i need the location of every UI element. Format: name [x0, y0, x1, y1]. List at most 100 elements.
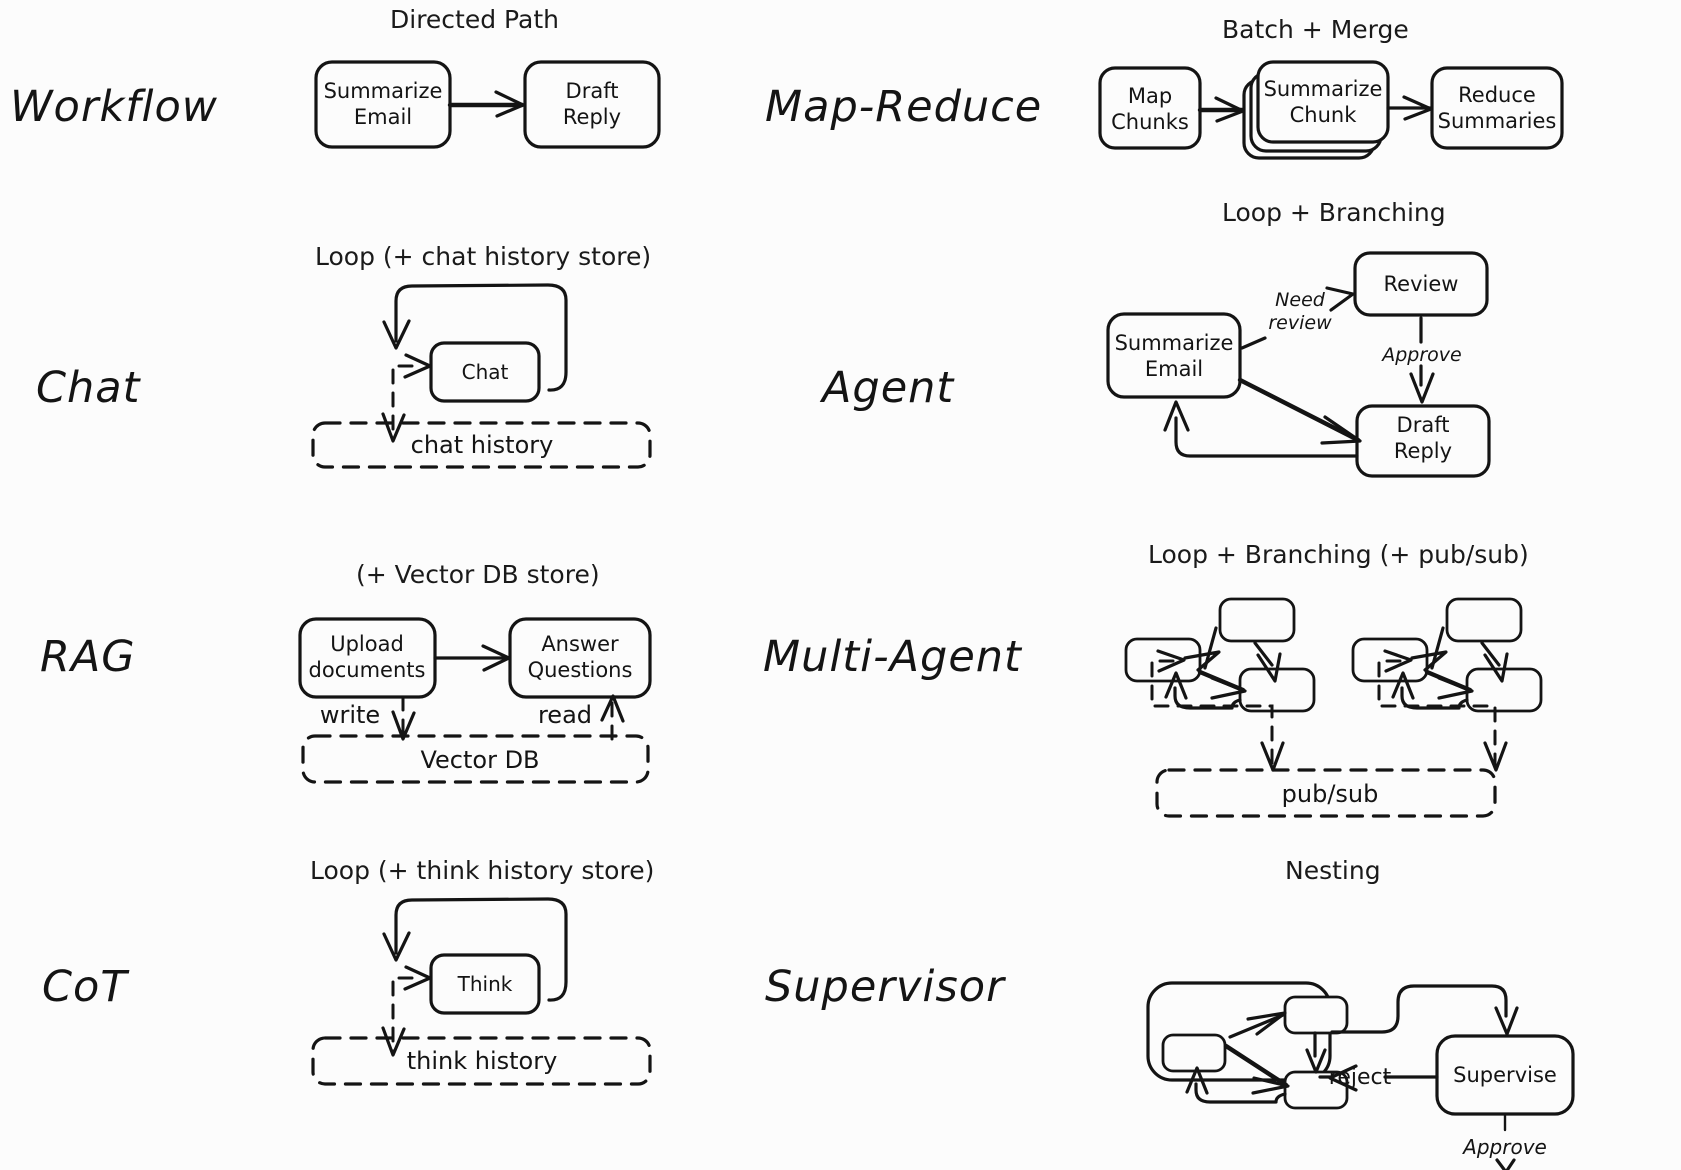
edge-pubsub-b: [1377, 659, 1497, 768]
arrow-head: [1210, 676, 1247, 700]
agent-cluster-1: [1124, 597, 1316, 772]
node-label: Review: [1384, 272, 1459, 296]
arrow-head: [600, 694, 625, 723]
map-reduce-diagram: Map Chunks Summarize Chunk Reduce Summar…: [1098, 60, 1564, 160]
row-label-map-reduce: Map-Reduce: [765, 82, 1043, 132]
store-pub-sub[interactable]: [1155, 768, 1497, 818]
node-label: Think: [457, 972, 513, 996]
arrow-head: [1164, 671, 1188, 700]
workflow-diagram: Summarize Email Draft Reply: [314, 60, 661, 149]
node-label: Email: [1145, 357, 1203, 381]
node-label: Chunk: [1290, 103, 1358, 127]
store-label: pub/sub: [1282, 780, 1379, 808]
node-label: Draft: [1397, 413, 1450, 437]
caption-directed-path: Directed Path: [390, 5, 559, 34]
node-label: Reply: [1394, 439, 1452, 463]
mini-node-a2[interactable]: [1218, 597, 1296, 643]
arrow-head: [1256, 652, 1282, 683]
edge-selfloop: [394, 283, 568, 392]
chat-diagram: Chat chat history: [311, 283, 652, 469]
edge-label-need: Need: [1275, 289, 1326, 311]
nested-edge-loop: [1194, 1082, 1287, 1104]
arrow-head: [382, 931, 411, 962]
node-label: Map: [1128, 84, 1172, 108]
store-chat-history[interactable]: [311, 421, 652, 469]
edge-need-review: [1240, 336, 1267, 350]
row-label-chat: Chat: [36, 363, 141, 413]
edge-label-approve: Approve: [1380, 344, 1462, 366]
node-label: Questions: [528, 658, 633, 682]
node-label: Reduce: [1458, 83, 1536, 107]
caption-batch-merge: Batch + Merge: [1222, 15, 1409, 44]
row-label-workflow: Workflow: [10, 82, 218, 132]
mini-node-b2[interactable]: [1445, 597, 1523, 643]
node-map-chunks[interactable]: [1098, 66, 1202, 150]
node-chat[interactable]: [429, 341, 541, 403]
row-label-agent: Agent: [822, 363, 955, 413]
row-label-cot: CoT: [42, 962, 128, 1012]
nested-node-1[interactable]: [1161, 1033, 1227, 1073]
arrow-head: [391, 710, 416, 741]
edge-label-reject: reject: [1329, 1065, 1392, 1090]
caption-loop-think: Loop (+ think history store): [310, 856, 655, 885]
node-review[interactable]: [1353, 251, 1489, 317]
arrow-head: [1251, 1076, 1290, 1095]
node-label: Upload: [330, 632, 404, 656]
caption-loop-pubsub: Loop + Branching (+ pub/sub): [1148, 540, 1529, 569]
arrow-head: [1495, 1158, 1516, 1170]
nested-edge: [1228, 1013, 1285, 1039]
node-agent-summarize-email[interactable]: [1106, 312, 1242, 399]
agent-cluster-2: [1351, 597, 1543, 772]
node-label: Email: [354, 105, 412, 129]
node-label: Summaries: [1438, 109, 1557, 133]
row-label-supervisor: Supervisor: [765, 962, 1005, 1012]
arrow-head: [1214, 96, 1245, 123]
caption-loop-branching: Loop + Branching: [1222, 198, 1446, 227]
arrow-head: [1383, 649, 1413, 673]
node-label: Answer: [541, 632, 619, 656]
arrow-head: [1305, 1048, 1327, 1074]
arrow-head: [1409, 372, 1435, 404]
node-label: Summarize: [1115, 331, 1234, 355]
edge-draft-to-summarize: [1174, 416, 1359, 458]
arrow-head: [1437, 676, 1474, 700]
caption-vector-db-store: (+ Vector DB store): [356, 560, 600, 589]
node-label: Chat: [462, 360, 509, 384]
rag-diagram: Upload documents Answer Questions write …: [298, 617, 652, 784]
arrow-head: [1325, 286, 1355, 312]
caption-nesting: Nesting: [1285, 856, 1381, 885]
nested-node-2[interactable]: [1283, 995, 1349, 1035]
arrow-head: [1156, 649, 1186, 673]
arrow-head: [1185, 1066, 1209, 1095]
node-reduce-summaries[interactable]: [1430, 66, 1564, 150]
store-vector-db[interactable]: [301, 734, 650, 784]
store-think-history[interactable]: [311, 1036, 652, 1086]
node-label: documents: [309, 658, 426, 682]
arrow-head: [1483, 741, 1508, 772]
edge-label-write: write: [320, 701, 380, 729]
row-label-multi-agent: Multi-Agent: [763, 632, 1022, 682]
edge-pubsub-a: [1150, 659, 1274, 768]
edge-label-approve2: Approve: [1461, 1135, 1547, 1159]
node-label: Reply: [563, 105, 621, 129]
caption-loop-chat: Loop (+ chat history store): [315, 242, 652, 271]
arrow-head: [382, 319, 411, 350]
node-draft-reply[interactable]: [523, 60, 661, 149]
arrow-head: [1320, 415, 1362, 445]
edge-group-to-supervise: [1330, 984, 1508, 1034]
node-summarize-chunk[interactable]: [1256, 60, 1390, 144]
cot-diagram: Think think history: [311, 897, 652, 1086]
edge-summarize-to-draft: [1237, 377, 1361, 443]
mini-edge: [1253, 641, 1274, 667]
node-think[interactable]: [429, 953, 541, 1015]
arrow-head: [1410, 650, 1448, 672]
multi-agent-diagram: pub/sub: [1124, 597, 1543, 818]
arrow-head: [1483, 652, 1509, 683]
edge-label-review: review: [1268, 312, 1332, 334]
store-label: Vector DB: [420, 746, 539, 774]
node-label: Chunks: [1111, 110, 1189, 134]
nested-edge: [1223, 1043, 1289, 1088]
mini-edge: [1480, 641, 1501, 667]
supervisor-diagram: Supervise reject Approve: [1146, 981, 1575, 1170]
mini-edge-loop: [1173, 686, 1242, 710]
